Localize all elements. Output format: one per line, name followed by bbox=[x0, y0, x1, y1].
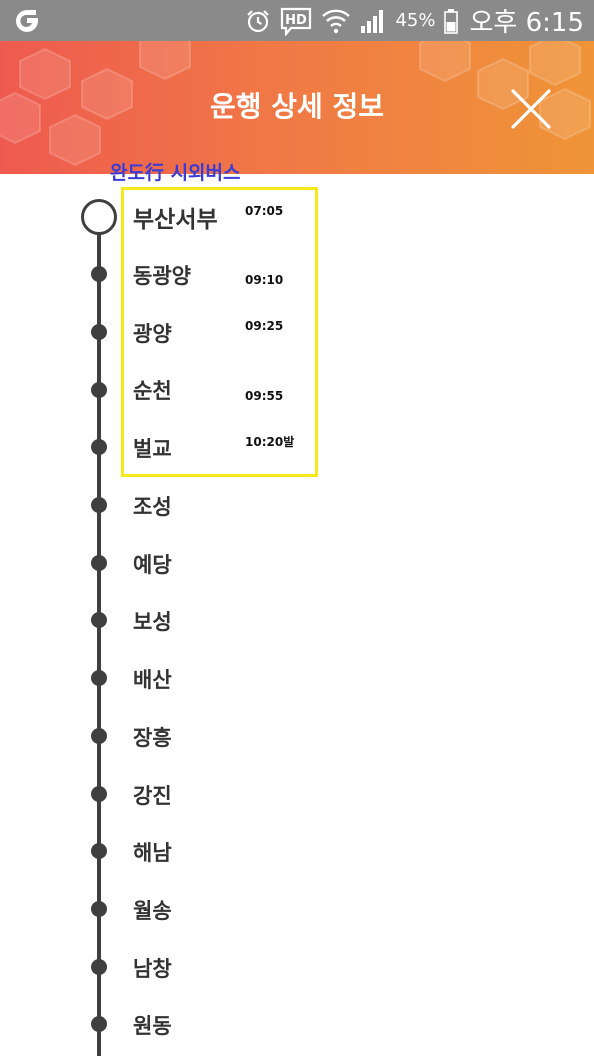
hd-icon: HD bbox=[281, 7, 312, 36]
header-bar: 운행 상세 정보 bbox=[0, 41, 594, 174]
stop-name: 장흥 bbox=[133, 726, 172, 750]
stop-name: 남창 bbox=[133, 957, 172, 981]
stop-marker bbox=[91, 670, 107, 686]
stop-name: 월송 bbox=[133, 899, 172, 923]
stop-name: 부산서부 bbox=[133, 207, 218, 233]
stop-name: 배산 bbox=[133, 668, 172, 692]
stop-marker bbox=[91, 324, 107, 340]
svg-text:HD: HD bbox=[286, 13, 308, 28]
stop-time: 07:05 bbox=[245, 204, 284, 218]
route-label: 완도行 시외버스 bbox=[110, 162, 241, 184]
stop-name: 순천 bbox=[133, 379, 172, 403]
alarm-icon bbox=[247, 9, 270, 32]
wifi-icon bbox=[322, 9, 351, 33]
stop-marker bbox=[91, 959, 107, 975]
stop-name: 동광양 bbox=[133, 264, 191, 288]
stop-marker bbox=[91, 497, 107, 513]
stop-name: 벌교 bbox=[133, 437, 172, 461]
close-icon[interactable] bbox=[508, 86, 554, 132]
stop-name: 해남 bbox=[133, 841, 172, 865]
stop-time: 10:20발 bbox=[245, 435, 295, 449]
stop-marker bbox=[91, 439, 107, 455]
page-title: 운행 상세 정보 bbox=[209, 90, 385, 123]
stop-marker bbox=[91, 786, 107, 802]
stop-time: 09:10 bbox=[245, 273, 284, 287]
stop-name: 강진 bbox=[133, 784, 172, 808]
battery-icon bbox=[443, 8, 458, 34]
stop-marker bbox=[91, 728, 107, 744]
signal-icon bbox=[361, 9, 384, 33]
clock: 오후 6:15 bbox=[469, 8, 585, 38]
stop-time: 09:25 bbox=[245, 319, 284, 333]
stop-marker bbox=[91, 1016, 107, 1032]
battery-percent: 45% bbox=[395, 10, 436, 31]
stop-marker bbox=[91, 555, 107, 571]
status-bar: HD 45% 오후 6:15 bbox=[0, 0, 594, 41]
stop-marker bbox=[91, 901, 107, 917]
hexagon-pattern bbox=[0, 41, 591, 167]
stop-name: 조성 bbox=[133, 495, 172, 519]
stop-name: 원동 bbox=[133, 1014, 172, 1038]
stop-origin-marker bbox=[81, 199, 117, 235]
stop-time: 09:55 bbox=[245, 389, 284, 403]
stop-marker bbox=[91, 612, 107, 628]
stop-marker bbox=[91, 382, 107, 398]
stop-name: 광양 bbox=[133, 322, 172, 346]
stop-name: 보성 bbox=[133, 610, 172, 634]
stop-marker bbox=[91, 843, 107, 859]
stop-name: 예당 bbox=[133, 553, 172, 577]
app-logo-icon bbox=[16, 10, 38, 32]
highlight-box bbox=[121, 187, 318, 477]
stop-marker bbox=[91, 266, 107, 282]
timeline-line bbox=[97, 215, 101, 1056]
